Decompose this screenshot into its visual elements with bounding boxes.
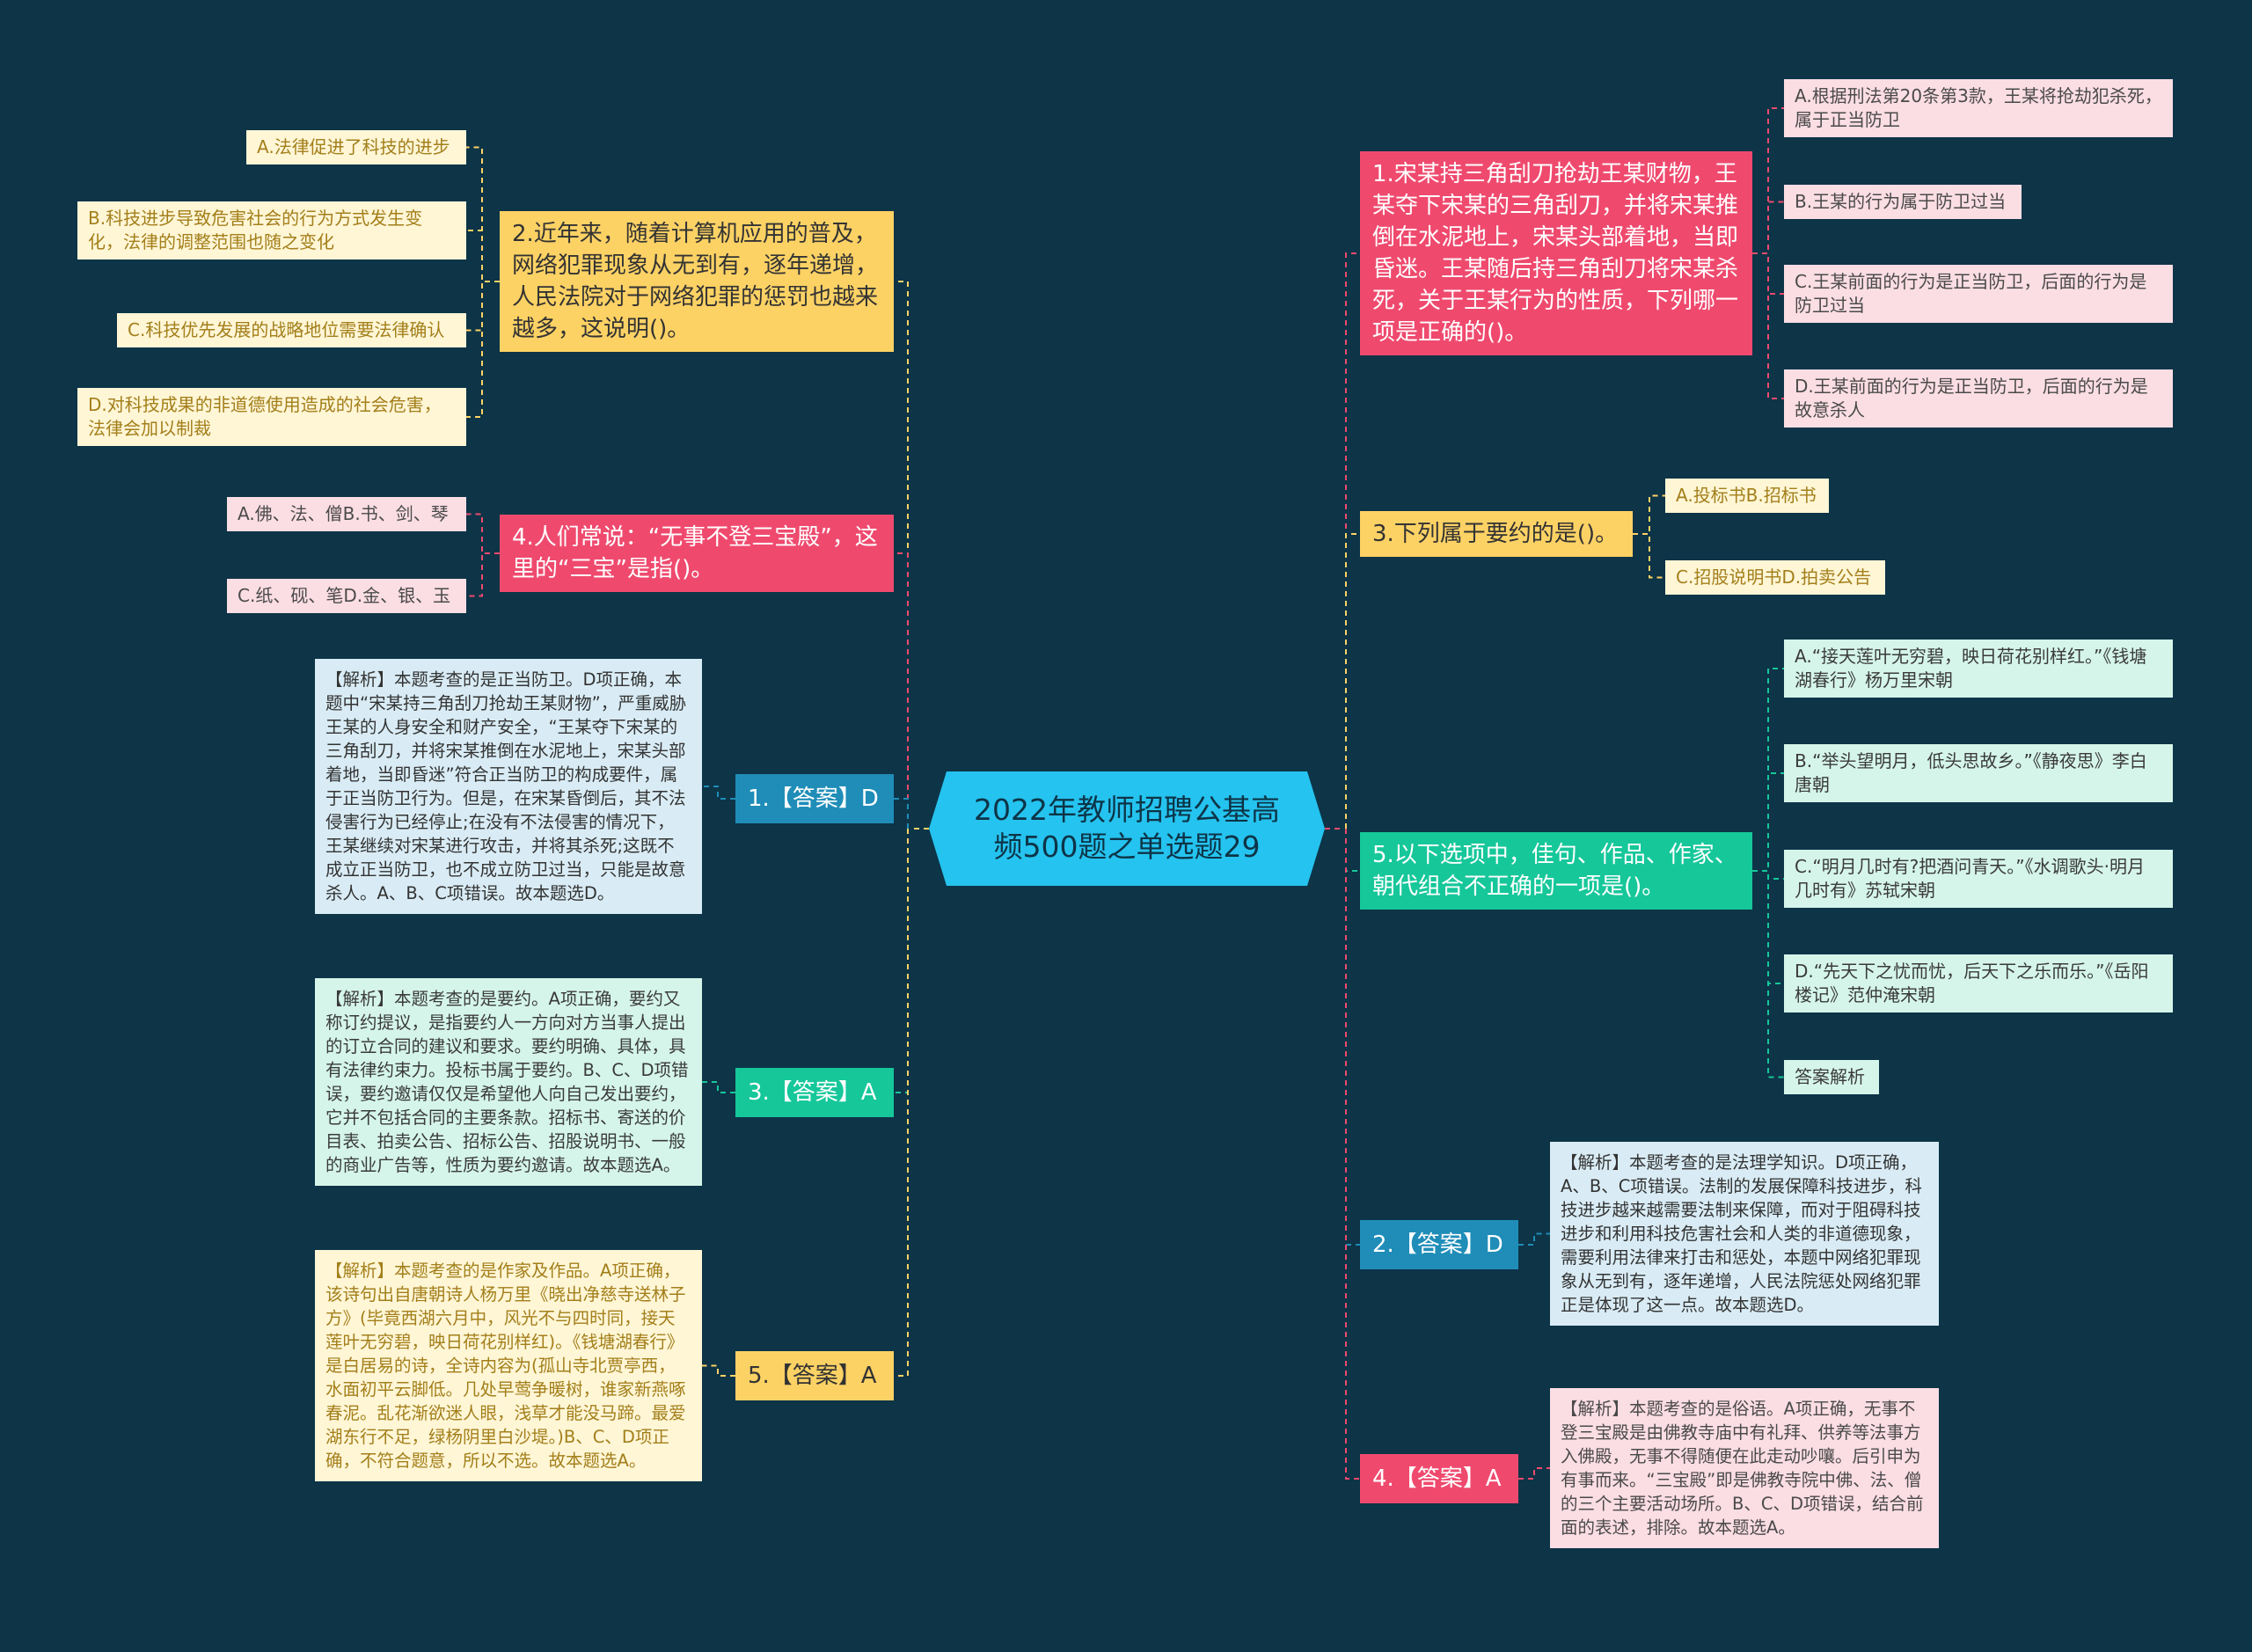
connector-root-5: [1325, 252, 1360, 830]
connector-root-4: [894, 828, 929, 1377]
q5-option-d[interactable]: D.“先天下之忧而忧，后天下之乐而乐。”《岳阳楼记》范仲淹宋朝: [1784, 954, 2173, 1012]
q1-option-d[interactable]: D.王某前面的行为是正当防卫，后面的行为是故意杀人: [1784, 369, 2173, 428]
connector-root-8: [1325, 828, 1360, 1246]
q5-option-a[interactable]: A.“接天莲叶无穷碧，映日荷花别样红。”《钱塘湖春行》杨万里宋朝: [1784, 640, 2173, 698]
connector-root-3: [894, 828, 929, 1093]
connector-root-7: [1325, 828, 1360, 872]
q3-option-cd[interactable]: C.招股说明书D.拍卖公告: [1665, 560, 1885, 595]
answer-1-explanation[interactable]: 【解析】本题考查的是正当防卫。D项正确，本题中“宋某持三角刮刀抢劫王某财物”，严…: [315, 659, 702, 914]
connector-q3-option-ab: [1633, 494, 1665, 535]
connector-answer-2-explanation: [1518, 1232, 1550, 1246]
connector-q4-option-ab: [466, 513, 500, 554]
connector-answer-1-explanation: [702, 786, 735, 800]
answer-5-explanation[interactable]: 【解析】本题考查的是作家及作品。A项正确，该诗句出自唐朝诗人杨万里《晓出净慈寺送…: [315, 1250, 702, 1481]
connector-root-6: [1325, 533, 1360, 830]
connector-root-9: [1325, 828, 1360, 1480]
answer-4-explanation[interactable]: 【解析】本题考查的是俗语。A项正确，无事不登三宝殿是由佛教寺庙中有礼拜、供养等法…: [1550, 1388, 1939, 1548]
connector-root-0: [894, 281, 929, 830]
q5-option-b[interactable]: B.“举头望明月，低头思故乡。”《静夜思》李白唐朝: [1784, 744, 2173, 802]
connector-q1-option-d: [1752, 252, 1784, 399]
q1-option-b[interactable]: B.王某的行为属于防卫过当: [1784, 185, 2022, 219]
answer-2-explanation[interactable]: 【解析】本题考查的是法理学知识。D项正确，A、B、C项错误。法制的发展保障科技进…: [1550, 1142, 1939, 1326]
connector-q5-option-a: [1752, 668, 1784, 872]
q3-option-ab[interactable]: A.投标书B.招标书: [1665, 479, 1829, 513]
question-5-node[interactable]: 5.以下选项中，佳句、作品、作家、朝代组合不正确的一项是()。: [1360, 832, 1752, 910]
q5-answer-analysis[interactable]: 答案解析: [1784, 1060, 1879, 1094]
answer-5-node[interactable]: 5.【答案】A: [735, 1351, 894, 1400]
question-1-node[interactable]: 1.宋某持三角刮刀抢劫王某财物，王某夺下宋某的三角刮刀，并将宋某推倒在水泥地上，…: [1360, 151, 1752, 355]
q4-option-ab[interactable]: A.佛、法、僧B.书、剑、琴: [227, 497, 466, 531]
connector-q4-option-cd: [466, 552, 500, 597]
connector-q2-option-d: [466, 281, 500, 418]
connector-q5-answer-analysis: [1752, 870, 1784, 1078]
q1-option-c[interactable]: C.王某前面的行为是正当防卫，后面的行为是防卫过当: [1784, 265, 2173, 323]
q2-option-b[interactable]: B.科技进步导致危害社会的行为方式发生变化，法律的调整范围也随之变化: [77, 201, 466, 259]
q2-option-c[interactable]: C.科技优先发展的战略地位需要法律确认: [117, 313, 466, 347]
connector-q3-option-cd: [1633, 533, 1665, 579]
question-3-node[interactable]: 3.下列属于要约的是()。: [1360, 511, 1633, 557]
connector-answer-4-explanation: [1518, 1467, 1550, 1480]
connector-q1-option-a: [1752, 107, 1784, 254]
connector-q2-option-a: [466, 146, 500, 282]
q2-option-a[interactable]: A.法律促进了科技的进步: [246, 130, 466, 164]
question-2-node[interactable]: 2.近年来，随着计算机应用的普及，网络犯罪现象从无到有，逐年递增，人民法院对于网…: [500, 211, 894, 352]
answer-4-node[interactable]: 4.【答案】A: [1360, 1454, 1518, 1503]
answer-3-node[interactable]: 3.【答案】A: [735, 1068, 894, 1117]
answer-3-explanation[interactable]: 【解析】本题考查的是要约。A项正确，要约又称订约提议，是指要约人一方向对方当事人…: [315, 978, 702, 1186]
question-4-node[interactable]: 4.人们常说：“无事不登三宝殿”，这里的“三宝”是指()。: [500, 515, 894, 592]
connector-answer-5-explanation: [702, 1364, 735, 1377]
q2-option-d[interactable]: D.对科技成果的非道德使用造成的社会危害，法律会加以制裁: [77, 388, 466, 446]
connector-root-2: [894, 798, 929, 830]
connector-q5-option-b: [1752, 772, 1784, 872]
q5-option-c[interactable]: C.“明月几时有?把酒问青天。”《水调歌头·明月几时有》苏轼宋朝: [1784, 850, 2173, 908]
connector-root-1: [894, 552, 929, 830]
q4-option-cd[interactable]: C.纸、砚、笔D.金、银、玉: [227, 579, 466, 613]
connector-answer-3-explanation: [702, 1081, 735, 1093]
answer-2-node[interactable]: 2.【答案】D: [1360, 1220, 1518, 1269]
connector-q1-option-b: [1752, 201, 1784, 254]
answer-1-node[interactable]: 1.【答案】D: [735, 774, 894, 823]
q1-option-a[interactable]: A.根据刑法第20条第3款，王某将抢劫犯杀死，属于正当防卫: [1784, 79, 2173, 137]
central-topic[interactable]: 2022年教师招聘公基高频500题之单选题29: [929, 771, 1325, 886]
connector-q2-option-b: [466, 230, 500, 282]
